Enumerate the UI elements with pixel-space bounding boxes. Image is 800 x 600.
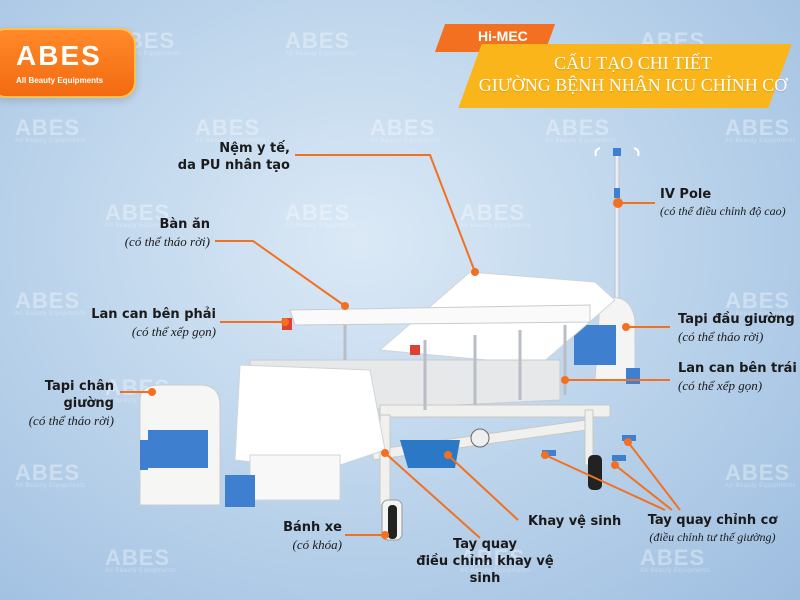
label-wheel: Bánh xe (có khóa)	[283, 520, 342, 552]
label-left-rail: Lan can bên trái (có thể xếp gọn)	[678, 361, 797, 393]
label-table: Bàn ăn (có thể tháo rời)	[124, 217, 210, 249]
logo-tagline: All Beauty Equipments	[16, 76, 104, 85]
label-headboard: Tapi đầu giường (có thể tháo rời)	[678, 312, 795, 344]
label-mattress: Nệm y tế, da PU nhân tạo	[177, 141, 290, 173]
label-right-rail: Lan can bên phải (có thể xếp gọn)	[91, 307, 216, 339]
abes-logo: ABES All Beauty Equipments	[0, 28, 136, 98]
logo-name: ABES	[16, 40, 102, 71]
brand-name: Hi-MEC	[478, 28, 528, 44]
label-crank: Tay quay chỉnh cơ (điều chỉnh tư thế giư…	[647, 513, 778, 544]
label-footboard: Tapi chân giường (có thể tháo rời)	[28, 379, 114, 428]
page-title: CẤU TẠO CHI TIẾT GIƯỜNG BỆNH NHÂN ICU CH…	[478, 53, 788, 95]
label-iv-pole: IV Pole (có thể điều chỉnh độ cao)	[660, 187, 786, 218]
label-toilet-tray: Khay vệ sinh	[528, 514, 622, 529]
label-tray-crank: Tay quay điều chỉnh khay vệ sinh	[416, 537, 554, 586]
